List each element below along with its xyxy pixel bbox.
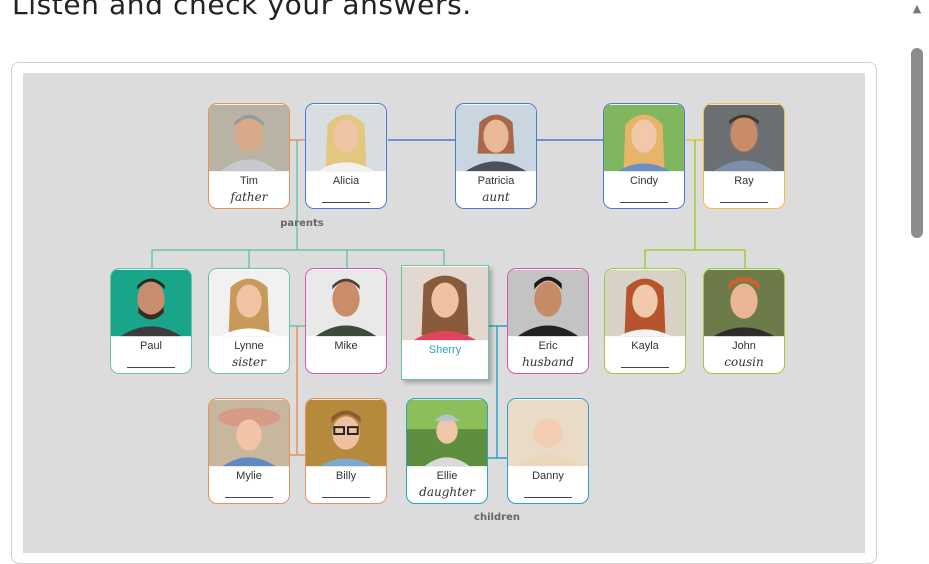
scrollbar-thumb[interactable] (911, 48, 923, 238)
name-tim: Tim (240, 175, 258, 187)
name-billy: Billy (335, 470, 357, 482)
card-danny: Danny (507, 398, 589, 504)
answer-blank-billy (322, 497, 370, 498)
card-cindy: Cindy (603, 103, 685, 209)
card-mike: Mike (305, 268, 387, 374)
photo-mylie (209, 399, 289, 467)
name-eric: Eric (538, 340, 558, 352)
name-alicia: Alicia (332, 175, 360, 187)
photo-eric (508, 269, 588, 337)
photo-alicia (306, 104, 386, 172)
children-label: children (474, 512, 520, 523)
name-john: John (732, 340, 756, 352)
answer-blank-alicia (322, 202, 370, 203)
name-sherry: Sherry (428, 344, 462, 356)
role-john: cousin (724, 355, 764, 369)
card-billy: Billy (305, 398, 387, 504)
card-kayla: Kayla (604, 268, 686, 374)
photo-kayla (605, 269, 685, 337)
card-mylie: Mylie (208, 398, 290, 504)
card-john: John cousin (703, 268, 785, 374)
answer-blank-ray (720, 202, 768, 203)
name-lynne: Lynne (234, 340, 264, 352)
triangle-up-icon[interactable]: ▲ (912, 2, 922, 15)
name-kayla: Kayla (631, 340, 659, 352)
name-patricia: Patricia (477, 175, 515, 187)
card-tim: Tim father (208, 103, 290, 209)
photo-sherry (402, 266, 488, 341)
page-heading: Listen and check your answers. (12, 0, 472, 21)
name-ellie: Ellie (436, 470, 458, 482)
name-paul: Paul (139, 340, 163, 352)
role-ellie: daughter (419, 485, 475, 499)
photo-john (704, 269, 784, 337)
photo-paul (111, 269, 191, 337)
answer-blank-cindy (620, 202, 668, 203)
photo-billy (306, 399, 386, 467)
card-ellie: Ellie daughter (406, 398, 488, 504)
role-tim: father (230, 190, 268, 204)
name-cindy: Cindy (629, 175, 659, 187)
answer-blank-kayla (621, 367, 669, 368)
name-ray: Ray (734, 175, 754, 187)
card-sherry: Sherry (401, 265, 489, 380)
card-paul: Paul (110, 268, 192, 374)
photo-lynne (209, 269, 289, 337)
photo-mike (306, 269, 386, 337)
photo-cindy (604, 104, 684, 172)
photo-patricia (456, 104, 536, 172)
photo-tim (209, 104, 289, 172)
answer-blank-paul (127, 367, 175, 368)
name-danny: Danny (532, 470, 564, 482)
card-ray: Ray (703, 103, 785, 209)
role-lynne: sister (232, 355, 266, 369)
parents-label: parents (280, 218, 324, 229)
photo-ellie (407, 399, 487, 467)
photo-ray (704, 104, 784, 172)
photo-danny (508, 399, 588, 467)
name-mike: Mike (334, 340, 358, 352)
answer-blank-danny (524, 497, 572, 498)
answer-blank-mylie (225, 497, 273, 498)
card-patricia: Patricia aunt (455, 103, 537, 209)
card-lynne: Lynne sister (208, 268, 290, 374)
role-eric: husband (522, 355, 574, 369)
card-alicia: Alicia (305, 103, 387, 209)
name-mylie: Mylie (236, 470, 262, 482)
role-patricia: aunt (482, 190, 510, 204)
card-eric: Eric husband (507, 268, 589, 374)
